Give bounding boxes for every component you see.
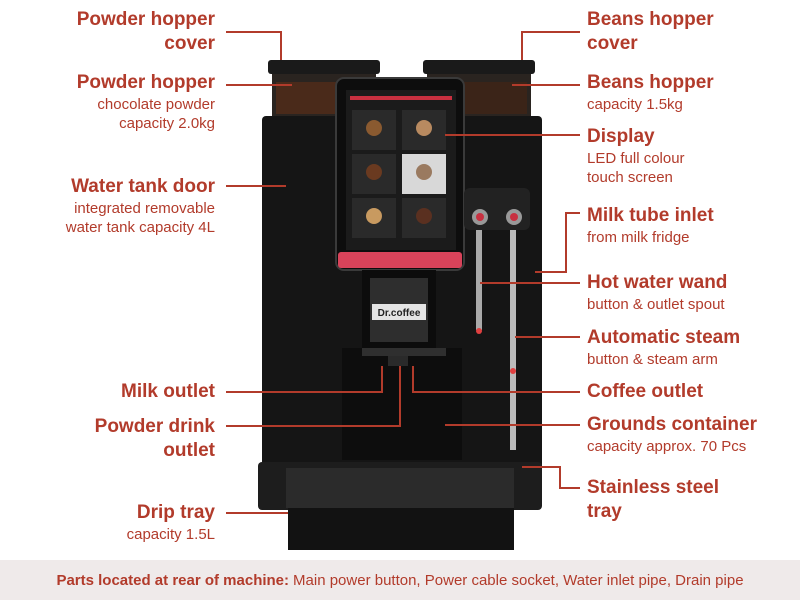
label-powder-drink-outlet: Powder drink outlet xyxy=(95,415,215,463)
label-title: Display xyxy=(587,126,655,147)
label-title: Powder drink xyxy=(94,416,215,437)
label-title: Coffee outlet xyxy=(587,381,704,402)
coffee-machine-diagram: Dr.coffee xyxy=(226,31,580,550)
label-hot-water-wand: Hot water wand button & outlet spout xyxy=(587,271,727,314)
brewing-unit-icon: Dr.coffee xyxy=(342,270,462,460)
label-title: Automatic steam xyxy=(587,327,741,348)
label-sub: capacity 1.5L xyxy=(126,526,215,543)
label-powder-hopper: Powder hopper chocolate powder capacity … xyxy=(77,71,215,133)
label-milk-tube-inlet: Milk tube inlet from milk fridge xyxy=(587,204,714,247)
label-display: Display LED full colour touch screen xyxy=(587,125,685,187)
footer-text: Main power button, Power cable socket, W… xyxy=(293,571,744,589)
label-sub: from milk fridge xyxy=(587,229,690,246)
leader-lines xyxy=(226,31,580,514)
label-title: Beans hopper xyxy=(587,9,714,30)
label-sub: button & outlet spout xyxy=(587,296,725,313)
label-drip-tray: Drip tray capacity 1.5L xyxy=(127,501,215,544)
label-title: Water tank door xyxy=(71,176,215,197)
label-sub: capacity 1.5kg xyxy=(587,96,683,113)
label-sub: chocolate powder xyxy=(97,96,215,113)
rear-parts-footer: Parts located at rear of machine: Main p… xyxy=(0,560,800,600)
label-powder-hopper-cover: Powder hopper cover xyxy=(77,8,215,56)
label-sub: touch screen xyxy=(587,169,673,186)
label-title: Drip tray xyxy=(136,502,215,523)
label-title: Grounds container xyxy=(587,414,757,435)
drip-tray-icon xyxy=(258,462,542,550)
brand-logo: Dr.coffee xyxy=(378,308,421,319)
label-title: Milk outlet xyxy=(121,381,215,402)
label-water-tank-door: Water tank door integrated removable wat… xyxy=(66,175,215,237)
label-title: Milk tube inlet xyxy=(587,205,714,226)
label-sub: LED full colour xyxy=(587,150,685,167)
wand-assembly-icon xyxy=(464,188,530,450)
label-title: tray xyxy=(587,501,622,522)
label-beans-hopper: Beans hopper capacity 1.5kg xyxy=(587,71,714,114)
label-sub: water tank capacity 4L xyxy=(65,219,215,236)
label-sub: capacity approx. 70 Pcs xyxy=(587,438,747,455)
label-beans-hopper-cover: Beans hopper cover xyxy=(587,8,714,56)
label-sub: integrated removable xyxy=(74,200,215,217)
label-sub: button & steam arm xyxy=(587,351,718,368)
label-title: Powder hopper xyxy=(76,72,215,93)
label-title: Stainless steel xyxy=(587,477,720,498)
display-screen-icon xyxy=(335,77,465,271)
label-milk-outlet: Milk outlet xyxy=(121,380,215,404)
label-automatic-steam: Automatic steam button & steam arm xyxy=(587,326,740,369)
label-title: cover xyxy=(587,33,638,54)
label-title: cover xyxy=(164,33,215,54)
footer-label: Parts located at rear of machine: xyxy=(56,571,290,589)
label-coffee-outlet: Coffee outlet xyxy=(587,380,703,404)
label-title: outlet xyxy=(163,440,215,461)
label-title: Hot water wand xyxy=(587,272,728,293)
label-title: Powder hopper xyxy=(76,9,215,30)
label-title: Beans hopper xyxy=(587,72,714,93)
label-sub: capacity 2.0kg xyxy=(119,115,215,132)
label-grounds-container: Grounds container capacity approx. 70 Pc… xyxy=(587,413,757,456)
label-stainless-steel-tray: Stainless steel tray xyxy=(587,476,719,524)
